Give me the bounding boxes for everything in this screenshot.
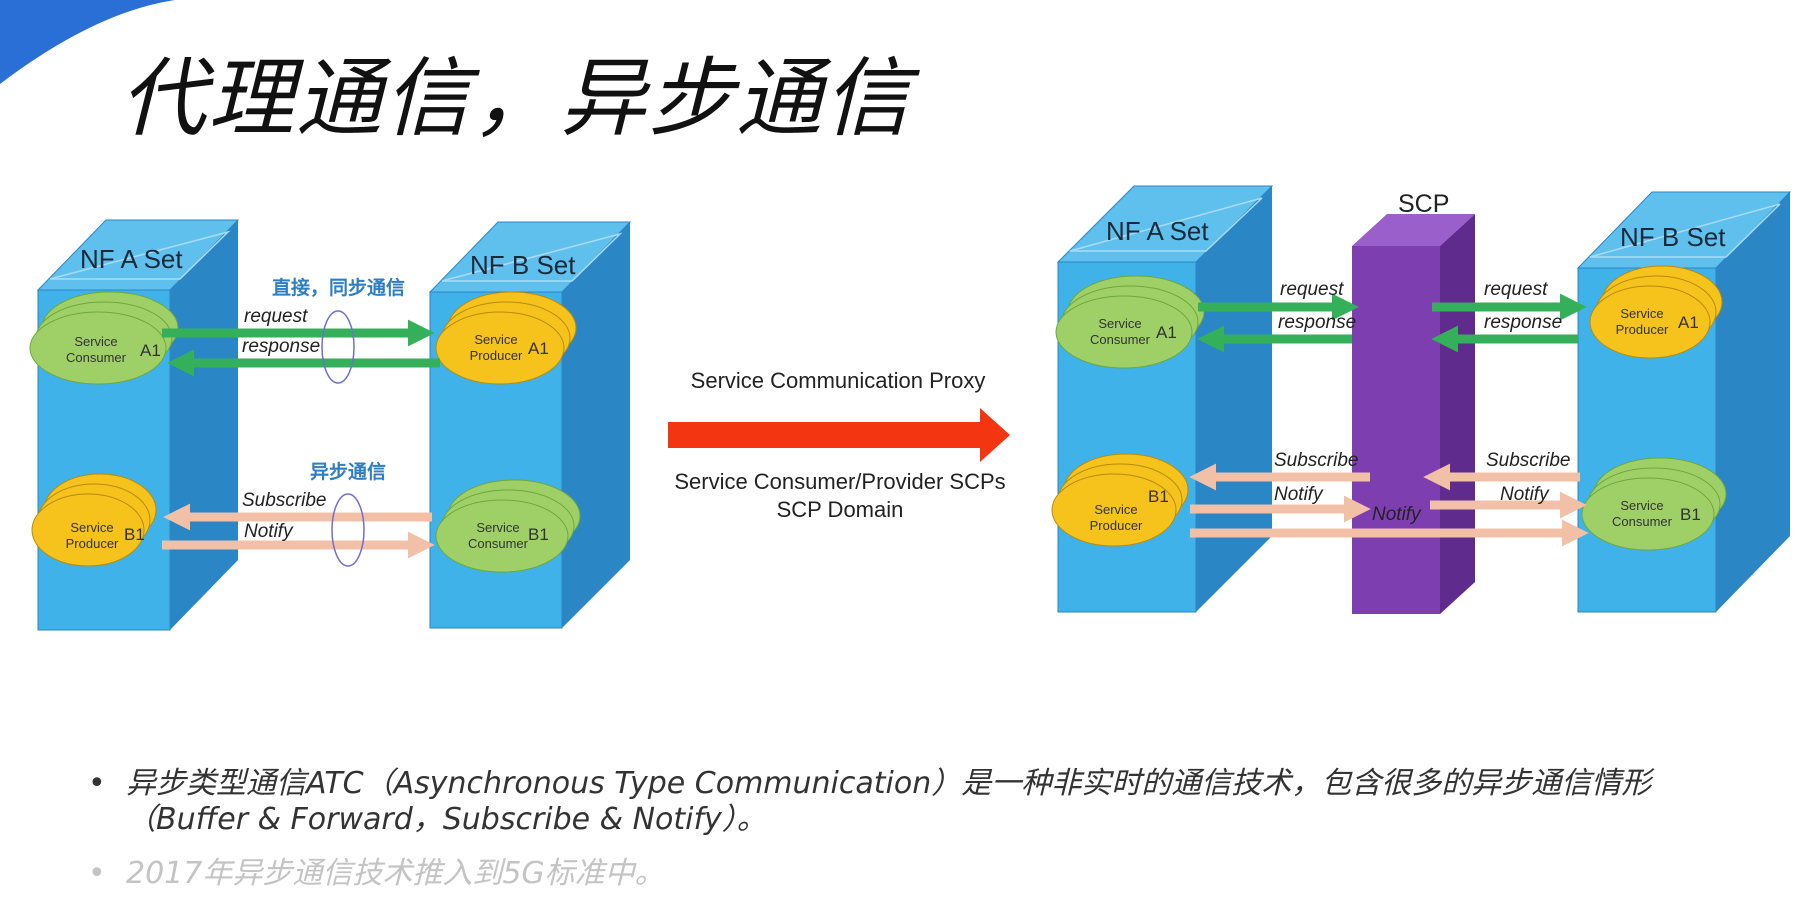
left-sync-label: 直接，同步通信: [272, 276, 405, 299]
right-b1-producer-id: B1: [1148, 487, 1169, 506]
left-a1-producer-ellipse: Service Producer A1: [435, 291, 577, 385]
right-nf-a-box: [1056, 185, 1274, 613]
right-a1-producer-line2: Producer: [1616, 322, 1669, 337]
right-nf-b-box: [1576, 191, 1792, 613]
right-b1-consumer-ellipse: Service Consumer B1: [1581, 457, 1727, 551]
right-a1-producer-ellipse: Service Producer A1: [1589, 265, 1723, 359]
right-a1-consumer-id: A1: [1156, 323, 1177, 342]
slide-title: 代理通信，异步通信: [120, 49, 912, 149]
proxy-red-arrow: [668, 408, 1010, 462]
right-b1-consumer-line1: Service: [1620, 498, 1663, 513]
left-b1-consumer-ellipse: Service Consumer B1: [435, 479, 581, 573]
right-subscribe-label-1: Subscribe: [1274, 450, 1359, 471]
right-response-label-1: response: [1278, 312, 1356, 333]
left-b1-producer-id: B1: [124, 525, 145, 544]
left-nf-a-label: NF A Set: [80, 244, 183, 274]
right-b1-producer-line2: Producer: [1090, 518, 1143, 533]
left-nf-b-label: NF B Set: [470, 250, 576, 280]
left-notify-label: Notify: [244, 521, 294, 542]
left-b1-consumer-line1: Service: [476, 520, 519, 535]
bullet-list: 异步类型通信ATC（Asynchronous Type Communicatio…: [88, 766, 1728, 910]
left-async-ellipse: [331, 493, 365, 567]
left-a1-consumer-ellipse: Service Consumer A1: [29, 291, 179, 385]
right-subscribe-label-2: Subscribe: [1486, 450, 1571, 471]
left-subscribe-label: Subscribe: [242, 490, 327, 511]
right-nf-b-label: NF B Set: [1620, 222, 1726, 252]
left-a1-consumer-id: A1: [140, 341, 161, 360]
right-notify-label-1: Notify: [1274, 484, 1324, 505]
bullet-item-2017: 2017年异步通信技术推入到5G标准中。: [88, 856, 1728, 892]
right-nf-a-label: NF A Set: [1106, 216, 1209, 246]
left-a1-producer-id: A1: [528, 339, 549, 358]
right-scp-label: SCP: [1398, 190, 1449, 218]
right-notify-label-2: Notify: [1372, 504, 1422, 525]
left-a1-producer-line2: Producer: [470, 348, 523, 363]
left-b1-producer-ellipse: Service Producer B1: [31, 473, 157, 567]
middle-bottom-line2: SCP Domain: [777, 497, 904, 522]
right-b1-consumer-id: B1: [1680, 505, 1701, 524]
right-response-label-2: response: [1484, 312, 1562, 333]
right-a1-consumer-ellipse: Service Consumer A1: [1055, 275, 1205, 369]
right-request-label-1: request: [1280, 279, 1344, 300]
right-request-label-2: request: [1484, 279, 1548, 300]
left-response-label: response: [242, 336, 320, 357]
right-a1-producer-line1: Service: [1620, 306, 1663, 321]
right-scp-box: [1352, 214, 1475, 614]
left-async-label: 异步通信: [310, 460, 386, 483]
right-a1-consumer-line1: Service: [1098, 316, 1141, 331]
right-b1-consumer-line2: Consumer: [1612, 514, 1673, 529]
left-b1-producer-line2: Producer: [66, 536, 119, 551]
right-notify-label-3: Notify: [1500, 484, 1550, 505]
right-a1-producer-id: A1: [1678, 313, 1699, 332]
left-b1-producer-line1: Service: [70, 520, 113, 535]
right-a1-consumer-line2: Consumer: [1090, 332, 1151, 347]
left-nf-a-box: [36, 219, 240, 631]
bullet-item-atc: 异步类型通信ATC（Asynchronous Type Communicatio…: [88, 766, 1728, 838]
left-a1-consumer-line1: Service: [74, 334, 117, 349]
left-request-label: request: [244, 306, 308, 327]
left-sync-ellipse: [321, 310, 355, 384]
left-a1-consumer-line2: Consumer: [66, 350, 127, 365]
middle-bottom-line1: Service Consumer/Provider SCPs: [674, 469, 1005, 494]
left-b1-consumer-line2: Consumer: [468, 536, 529, 551]
left-b1-consumer-id: B1: [528, 525, 549, 544]
corner-accent-shape: [0, 0, 175, 84]
left-a1-producer-line1: Service: [474, 332, 517, 347]
middle-top-label: Service Communication Proxy: [691, 368, 986, 393]
right-b1-producer-ellipse: Service Producer B1: [1051, 453, 1189, 547]
right-b1-producer-line1: Service: [1094, 502, 1137, 517]
